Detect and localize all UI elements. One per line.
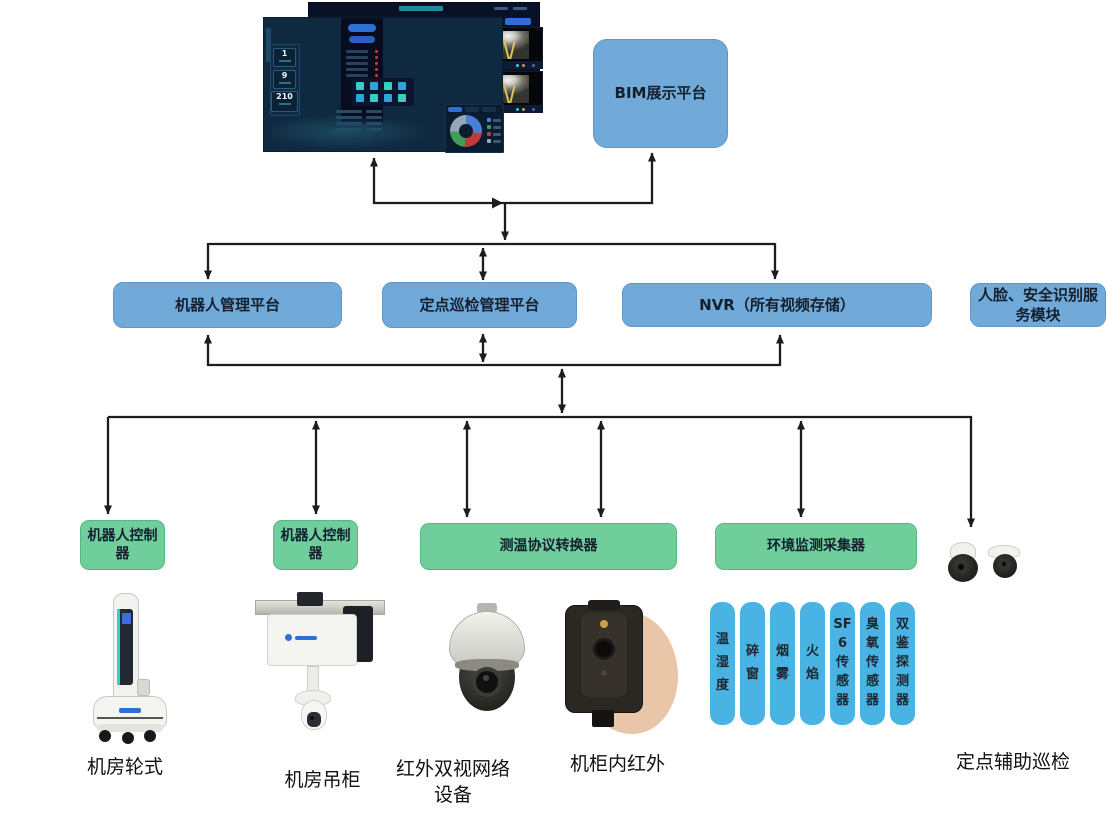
- node-robot-controller-1: 机器人控制器: [80, 520, 165, 570]
- camera-list-panel: [341, 18, 383, 124]
- ptz-camera-image: [443, 603, 531, 718]
- sensor-dual-detector: 双 鉴 探 测 器: [890, 602, 915, 725]
- node-robot-controller-2: 机器人控制器: [273, 520, 358, 570]
- brand-logo: [119, 708, 141, 713]
- node-label: 机器人控制器: [87, 527, 158, 562]
- node-robot-management-platform: 机器人管理平台: [113, 282, 342, 328]
- aux-cameras-image: [942, 540, 1026, 588]
- sensor-smoke: 烟 雾: [770, 602, 795, 725]
- dashboard-button: [348, 24, 376, 32]
- map-area: [272, 114, 432, 150]
- stat-value: 9: [281, 71, 288, 80]
- caption-wheeled-robot: 机房轮式: [86, 757, 163, 778]
- wheeled-robot-image: [85, 593, 175, 745]
- stat-value: 210: [276, 92, 293, 101]
- stat-box: 210: [271, 91, 298, 112]
- dashboard-button: [349, 36, 375, 43]
- node-label: 机器人管理平台: [174, 295, 280, 314]
- sensor-sf6: SF 6 传 感 器: [830, 602, 855, 725]
- node-label: 机器人控制器: [280, 527, 351, 562]
- dashboard-front-window: 1 9 210: [263, 17, 504, 153]
- node-label: 测温协议转换器: [499, 538, 598, 555]
- node-env-monitor-collector: 环境监测采集器: [715, 523, 917, 570]
- stat-box: 9: [273, 70, 296, 89]
- caption-ir-dual-network: 红外双视网络设备: [396, 759, 511, 806]
- node-nvr-storage: NVR（所有视频存储）: [622, 283, 932, 327]
- caption-fixed-aux-inspection: 定点辅助巡检: [955, 752, 1070, 773]
- stat-value: 1: [281, 49, 288, 58]
- node-label: 环境监测采集器: [767, 538, 865, 555]
- node-fixed-point-inspection-platform: 定点巡检管理平台: [382, 282, 577, 328]
- sensor-ozone: 臭 氧 传 感 器: [860, 602, 885, 725]
- node-temp-protocol-converter: 测温协议转换器: [420, 523, 677, 570]
- caption-cabinet-infrared: 机柜内红外: [569, 754, 665, 775]
- sensor-temp-humidity: 温 湿 度: [710, 602, 735, 725]
- node-label: 定点巡检管理平台: [419, 295, 540, 314]
- rail-robot-image: [255, 592, 385, 750]
- node-face-security-module: 人脸、安全识别服务模块: [970, 283, 1106, 327]
- node-label: 人脸、安全识别服务模块: [977, 285, 1098, 324]
- caption-hanging-robot: 机房吊柜: [284, 770, 361, 791]
- sensor-flame: 火 焰: [800, 602, 825, 725]
- node-bim-platform: BIM展示平台: [593, 39, 728, 148]
- brand-logo: [285, 634, 292, 641]
- sensor-glass-break: 碎 窗: [740, 602, 765, 725]
- stat-box: 1: [273, 48, 296, 67]
- handheld-infrared-image: [548, 598, 678, 738]
- dashboard-button: [505, 18, 531, 25]
- dashboard-screenshot: 1 9 210: [260, 0, 544, 155]
- node-label: NVR（所有视频存储）: [699, 295, 855, 314]
- node-label: BIM展示平台: [614, 84, 707, 103]
